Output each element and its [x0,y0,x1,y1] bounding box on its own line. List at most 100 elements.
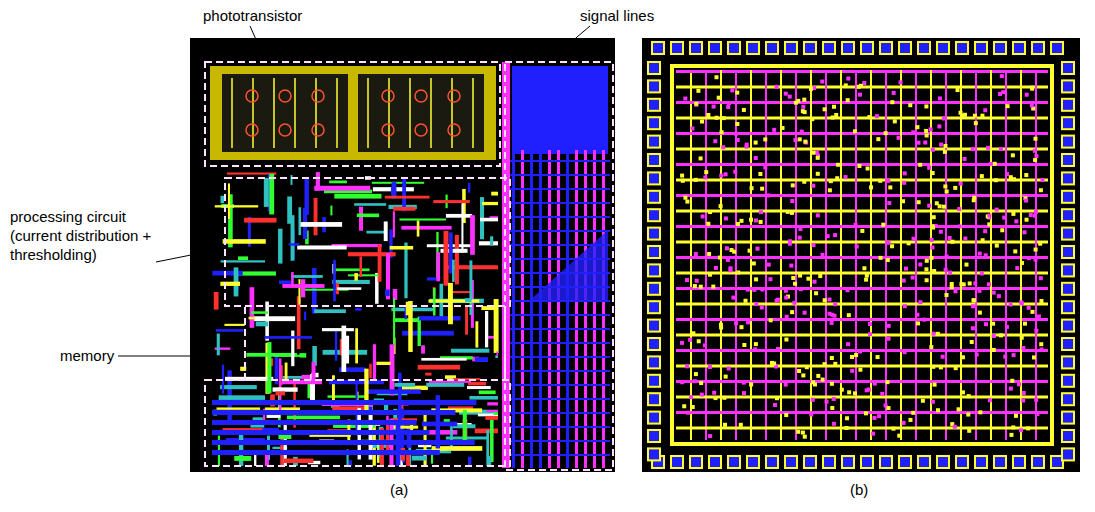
layout-shape [846,77,850,81]
layout-shape [560,74,568,82]
layout-shape [415,90,427,102]
layout-shape [693,284,697,288]
layout-shape [520,66,528,74]
layout-shape [294,78,296,148]
bond-pad [880,456,892,468]
layout-shape [886,406,890,410]
layout-shape [945,254,949,258]
layout-shape [773,403,777,407]
layout-shape [735,122,739,126]
panel-label: (a) [390,480,408,499]
layout-shape [948,236,952,240]
layout-shape [520,98,528,106]
layout-shape [972,298,976,302]
layout-shape [448,90,460,102]
bond-pad [648,80,660,92]
layout-shape [746,288,750,292]
layout-shape [512,82,520,90]
layout-shape [763,137,767,141]
layout-shape [911,411,915,415]
layout-shape [552,74,560,82]
layout-shape [978,311,982,315]
layout-shape [739,219,743,223]
layout-shape [992,291,996,295]
layout-shape [1030,86,1034,90]
layout-shape [832,422,836,426]
bond-pad [1062,136,1074,148]
layout-shape [1023,322,1027,326]
layout-shape [823,107,827,111]
layout-shape [833,233,837,237]
layout-shape [560,98,568,106]
layout-shape [992,334,996,338]
layout-shape [544,66,552,74]
layout-shape [510,174,610,176]
layout-shape [544,74,552,82]
layout-shape [730,88,734,92]
layout-shape [1020,261,1024,265]
layout-shape [880,392,884,396]
layout-shape [348,274,378,276]
bond-pad [747,456,759,468]
layout-shape [576,74,584,82]
bond-pad [899,456,911,468]
part-label: phototransistor [203,6,302,25]
layout-shape [960,70,962,440]
layout-shape [888,185,892,189]
layout-shape [222,74,348,152]
layout-shape [528,74,536,82]
layout-shape [862,266,866,270]
layout-shape [885,70,887,440]
layout-shape [314,186,370,191]
layout-shape [460,214,470,217]
bond-pad [648,338,660,350]
bond-pad [1062,154,1074,166]
layout-shape [528,66,536,74]
layout-shape [312,124,324,136]
bond-pad [1062,320,1074,332]
layout-shape [691,405,695,409]
layout-shape [918,262,922,266]
layout-shape [742,381,746,385]
layout-shape [512,114,520,122]
layout-shape [972,298,976,302]
layout-shape [676,225,1048,228]
bond-pad [804,456,816,468]
layout-shape [827,298,831,302]
layout-shape [444,231,449,286]
layout-shape [712,391,716,395]
layout-shape [929,127,933,131]
layout-shape [981,238,985,242]
layout-shape [980,114,984,118]
layout-shape [600,82,608,90]
layout-shape [826,234,830,238]
layout-shape [742,343,746,347]
layout-shape [813,382,817,386]
layout-shape [697,339,701,343]
layout-shape [560,66,568,74]
bond-pad [709,42,721,54]
layout-shape [691,331,695,335]
layout-shape [948,271,952,275]
layout-shape [798,236,802,240]
layout-shape [900,70,902,440]
layout-shape [718,256,722,260]
layout-shape [961,390,965,394]
bond-pad [918,42,930,54]
layout-shape [600,122,608,130]
layout-shape [568,66,576,74]
layout-shape [300,353,307,357]
layout-shape [834,113,838,117]
layout-shape [676,194,1048,197]
layout-shape [536,98,544,106]
layout-shape [971,304,975,308]
layout-shape [721,145,725,149]
layout-shape [520,130,528,138]
layout-shape [544,90,552,98]
bond-pad [918,456,930,468]
layout-shape [752,288,756,292]
layout-shape [592,114,600,122]
layout-shape [576,82,584,90]
layout-shape [264,178,269,207]
layout-shape [701,214,705,218]
